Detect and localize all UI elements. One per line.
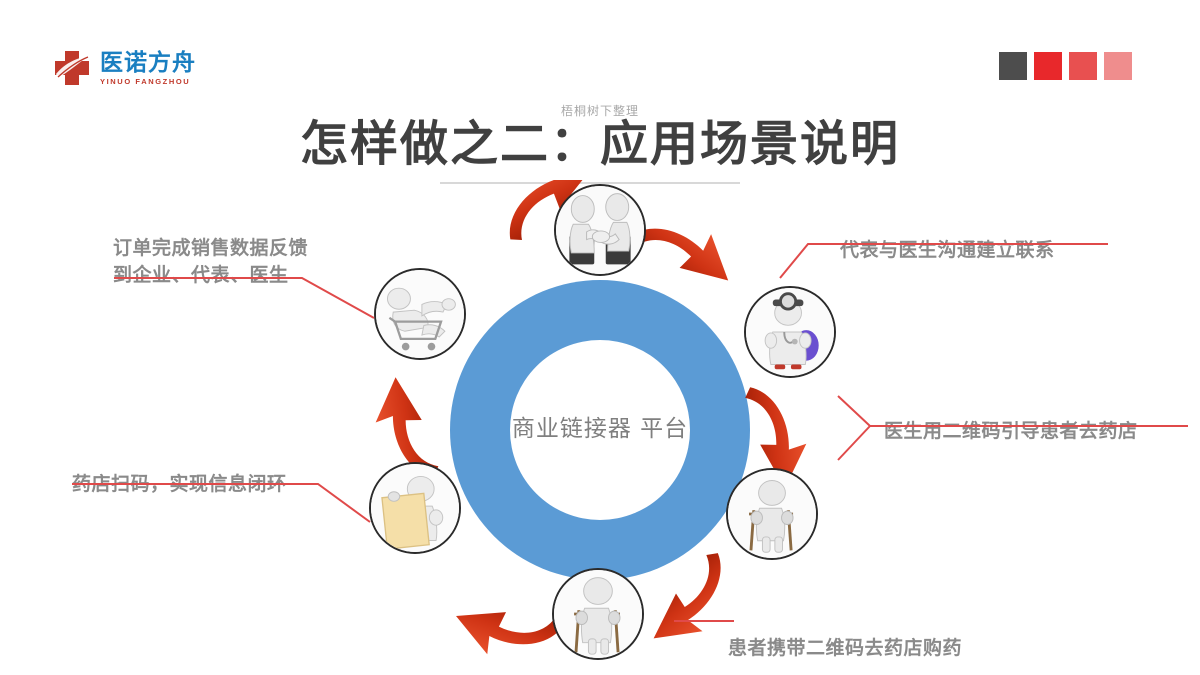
doctor-figure-icon xyxy=(746,288,834,376)
figure-shopping-cart-icon xyxy=(376,270,464,358)
node-handshake[interactable] xyxy=(554,184,646,276)
node-doctor[interactable] xyxy=(744,286,836,378)
leader-line-pharmacy-scan xyxy=(72,483,371,523)
handshake-figures-icon xyxy=(556,186,644,274)
logo-pinyin-name: YINUO FANGZHOU xyxy=(100,76,191,86)
watermark-text: 梧桐树下整理 xyxy=(560,104,639,118)
node-pharmacy-document[interactable] xyxy=(369,462,461,554)
leader-line-rep-doctor xyxy=(779,243,1108,279)
logo-chinese-name: 医诺方舟 xyxy=(100,49,196,76)
figure-document-icon xyxy=(371,464,459,552)
callout-sales-feedback: 订单完成销售数据反馈 到企业、代表、医生 xyxy=(113,207,308,290)
leader-line-patient-qr-buy xyxy=(674,620,734,622)
patient-crutches-icon xyxy=(554,570,642,658)
arrow-bot-to-bl xyxy=(456,612,563,655)
leader-line-doctor-qr xyxy=(837,395,1188,461)
chip-red xyxy=(1034,52,1062,80)
node-patient-crutches-right[interactable] xyxy=(726,468,818,560)
color-chip-row xyxy=(999,52,1132,80)
chip-dark xyxy=(999,52,1027,80)
ring-center: 商业链接器 平台 xyxy=(510,340,690,520)
callout-patient-qr-buy: 患者携带二维码去药店购药 xyxy=(728,607,962,662)
brand-logo: 医诺方舟 YINUO FANGZHOU xyxy=(52,48,196,88)
medical-cross-swoosh-logo-icon xyxy=(52,48,92,88)
callout-patient-qr-buy-label: 患者携带二维码去药店购药 xyxy=(728,636,963,659)
callout-sales-feedback-label: 订单完成销售数据反馈 到企业、代表、医生 xyxy=(113,236,309,287)
ring-center-label: 商业链接器 平台 xyxy=(511,416,689,443)
chip-red-light xyxy=(1104,52,1132,80)
ring-donut: 商业链接器 平台 xyxy=(450,280,750,580)
chip-red-medium xyxy=(1069,52,1097,80)
page-title: 怎样做之二：应用场景说明 xyxy=(299,116,900,172)
node-order-cart[interactable] xyxy=(374,268,466,360)
cycle-diagram: 商业链接器 平台 xyxy=(340,180,860,675)
node-patient-crutches-bottom[interactable] xyxy=(552,568,644,660)
title-block: 梧桐树下整理 怎样做之二：应用场景说明 xyxy=(0,100,1200,174)
patient-crutches-icon xyxy=(728,470,816,558)
leader-line-sales-feedback xyxy=(114,277,375,319)
